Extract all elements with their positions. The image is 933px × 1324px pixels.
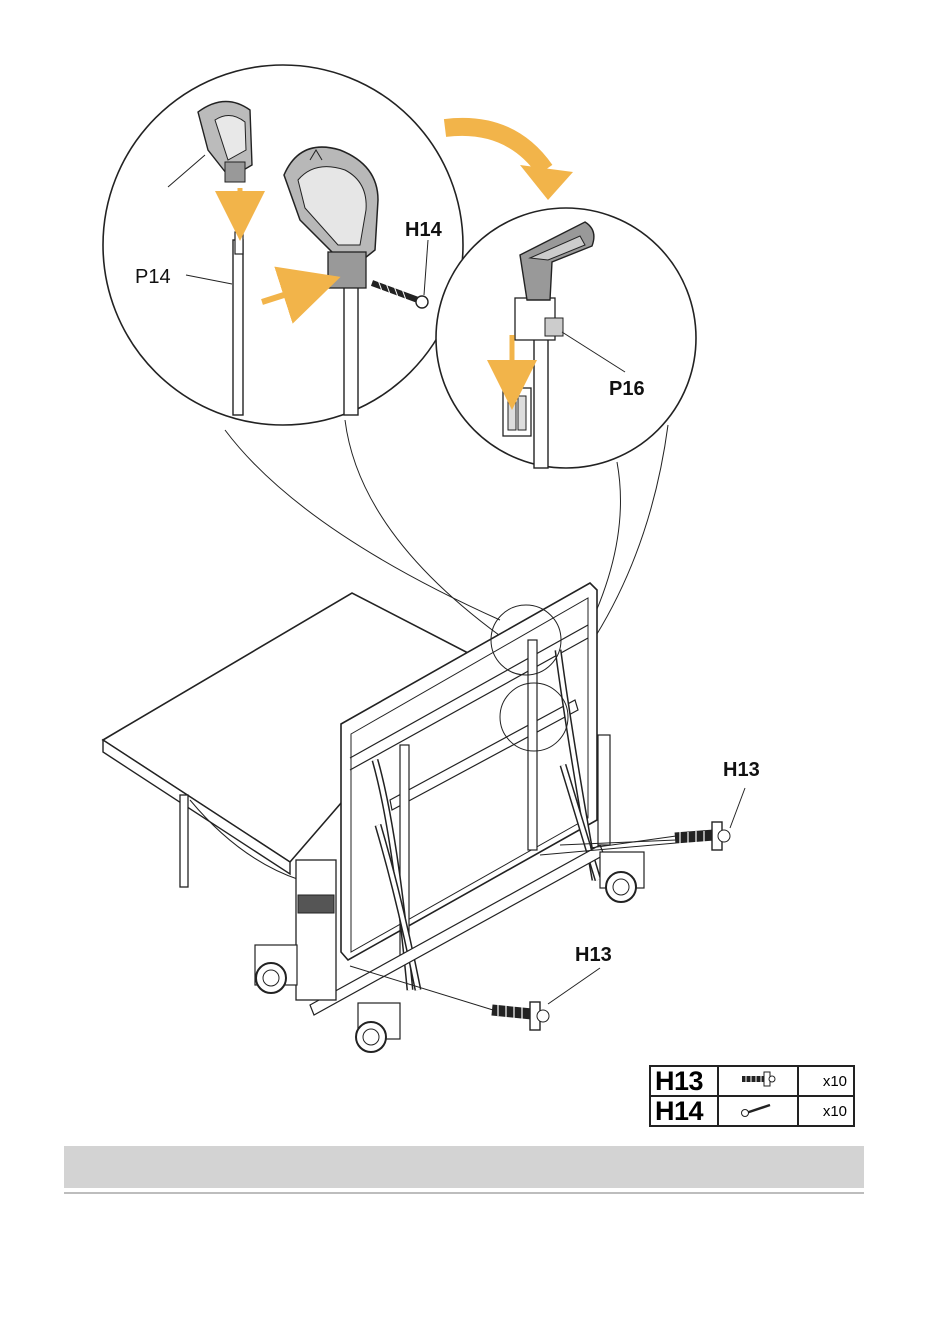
curved-arrow bbox=[445, 127, 545, 170]
detail-circle-right bbox=[436, 208, 696, 468]
wheel-left bbox=[255, 945, 297, 993]
hardware-code: H13 bbox=[650, 1066, 718, 1096]
assembly-diagram: P14 H14 P16 H13 H13 bbox=[0, 0, 933, 1140]
footer-rule bbox=[64, 1192, 864, 1194]
label-h14: H14 bbox=[405, 219, 443, 241]
hardware-qty: x10 bbox=[798, 1096, 854, 1126]
wheel-bottom bbox=[356, 1003, 400, 1052]
ping-pong-table bbox=[103, 583, 644, 1052]
hardware-table: H13 x10 H14 x10 bbox=[649, 1065, 855, 1127]
bolt-icon bbox=[718, 1066, 798, 1096]
hardware-qty: x10 bbox=[798, 1066, 854, 1096]
label-p14: P14 bbox=[135, 266, 171, 288]
label-h13-right: H13 bbox=[723, 759, 760, 781]
footer-bar bbox=[64, 1146, 864, 1188]
hardware-row: H14 x10 bbox=[650, 1096, 854, 1126]
label-p16: P16 bbox=[609, 378, 645, 400]
hardware-row: H13 x10 bbox=[650, 1066, 854, 1096]
wheel-right bbox=[600, 852, 644, 902]
label-h13-bottom: H13 bbox=[575, 944, 612, 966]
screw-icon bbox=[718, 1096, 798, 1126]
detail-circle-left bbox=[103, 65, 463, 425]
hardware-code: H14 bbox=[650, 1096, 718, 1126]
